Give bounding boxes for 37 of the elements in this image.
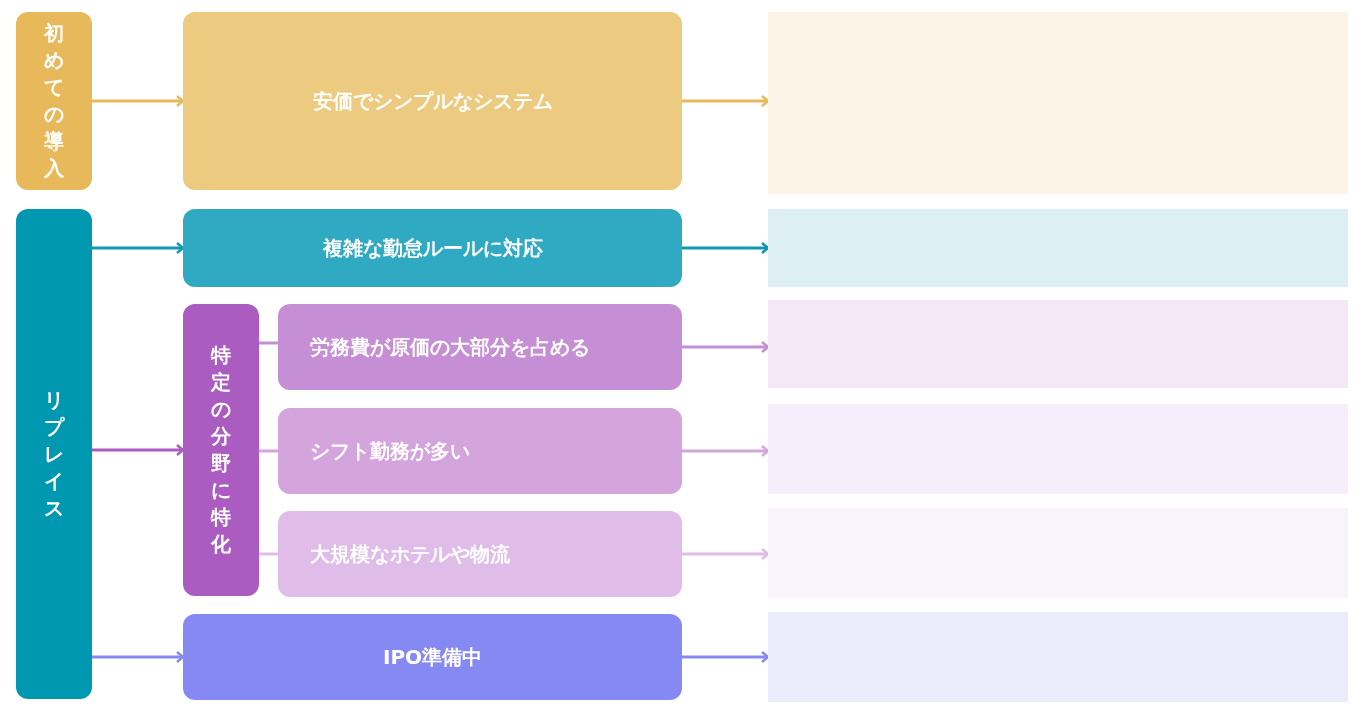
connector-line [259, 552, 278, 556]
feature-box [183, 209, 682, 287]
feature-label: 複雑な勤怠ルールに対応 [322, 234, 543, 262]
category-bar [183, 304, 259, 596]
panel [768, 612, 1348, 702]
arrow [92, 650, 185, 664]
category-bar [16, 12, 92, 190]
panel [768, 12, 1348, 194]
arrow [682, 94, 770, 108]
feature-box [183, 614, 682, 700]
feature-label: シフト勤務が多い [310, 437, 470, 465]
feature-label: 安価でシンプルなシステム [312, 87, 553, 115]
feature-box [278, 408, 682, 494]
feature-box [278, 304, 682, 390]
panel [768, 209, 1348, 287]
feature-box [183, 12, 682, 190]
panel [768, 300, 1348, 388]
arrow [682, 340, 770, 354]
arrow [92, 443, 185, 457]
arrow [92, 94, 185, 108]
arrow [682, 241, 770, 255]
category-label: リプレイス [43, 386, 65, 522]
category-label: 特定の分野に特化 [210, 342, 232, 558]
category-bar [16, 209, 92, 699]
arrow [682, 444, 770, 458]
feature-label: IPO準備中 [382, 643, 483, 671]
feature-label: 労務費が原価の大部分を占める [310, 333, 590, 361]
panel [768, 508, 1348, 598]
arrow [682, 650, 770, 664]
feature-label: 大規模なホテルや物流 [310, 540, 510, 568]
category-label: 初めての導入 [43, 20, 65, 182]
arrow [92, 241, 185, 255]
connector-line [259, 341, 278, 345]
panel [768, 404, 1348, 494]
feature-box [278, 511, 682, 597]
connector-line [259, 449, 278, 453]
arrow [682, 547, 770, 561]
